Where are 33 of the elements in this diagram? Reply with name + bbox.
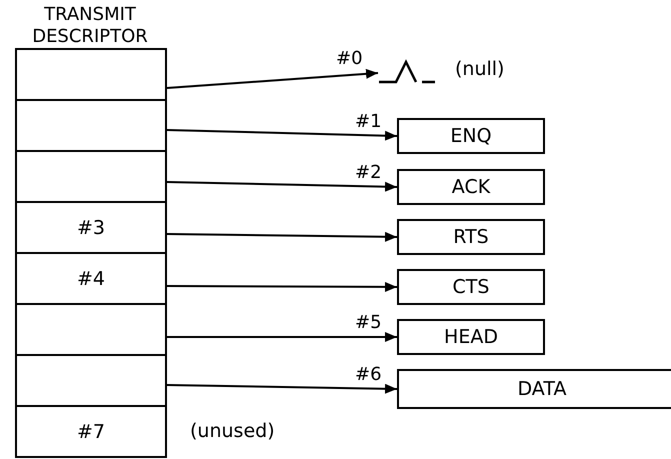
node-text: HEAD [444,326,498,348]
node-text: DATA [518,378,566,400]
arrow [166,68,378,89]
descriptor-cell [15,354,167,407]
descriptor-cell [15,303,167,356]
arrow [166,384,398,394]
node-text: RTS [453,226,489,248]
frame-box [397,219,545,255]
arrow [166,129,398,141]
node-text: #4 [76,268,105,290]
node-text: ENQ [450,125,492,147]
frame-box [397,269,545,305]
frame-box [397,319,545,355]
node-text: CTS [452,276,490,298]
node-text: #7 [76,420,105,442]
arrow [167,282,397,292]
frame-box [397,369,671,409]
descriptor-cell [15,48,167,101]
arrow [167,332,397,342]
note-text: (unused) [190,420,275,442]
diagram-title: TRANSMIT DESCRIPTOR [31,4,149,48]
descriptor-cell [15,99,167,152]
note-text: (null) [455,58,504,80]
node-text: #3 [76,216,105,238]
frame-box [397,169,545,205]
frame-box [397,118,545,154]
descriptor-cell [15,201,167,254]
node-text: ACK [452,176,490,198]
arrow [166,232,398,242]
descriptor-cell [15,150,167,203]
arrow [166,181,398,192]
descriptor-cell [15,252,167,305]
descriptor-cell [15,405,167,458]
